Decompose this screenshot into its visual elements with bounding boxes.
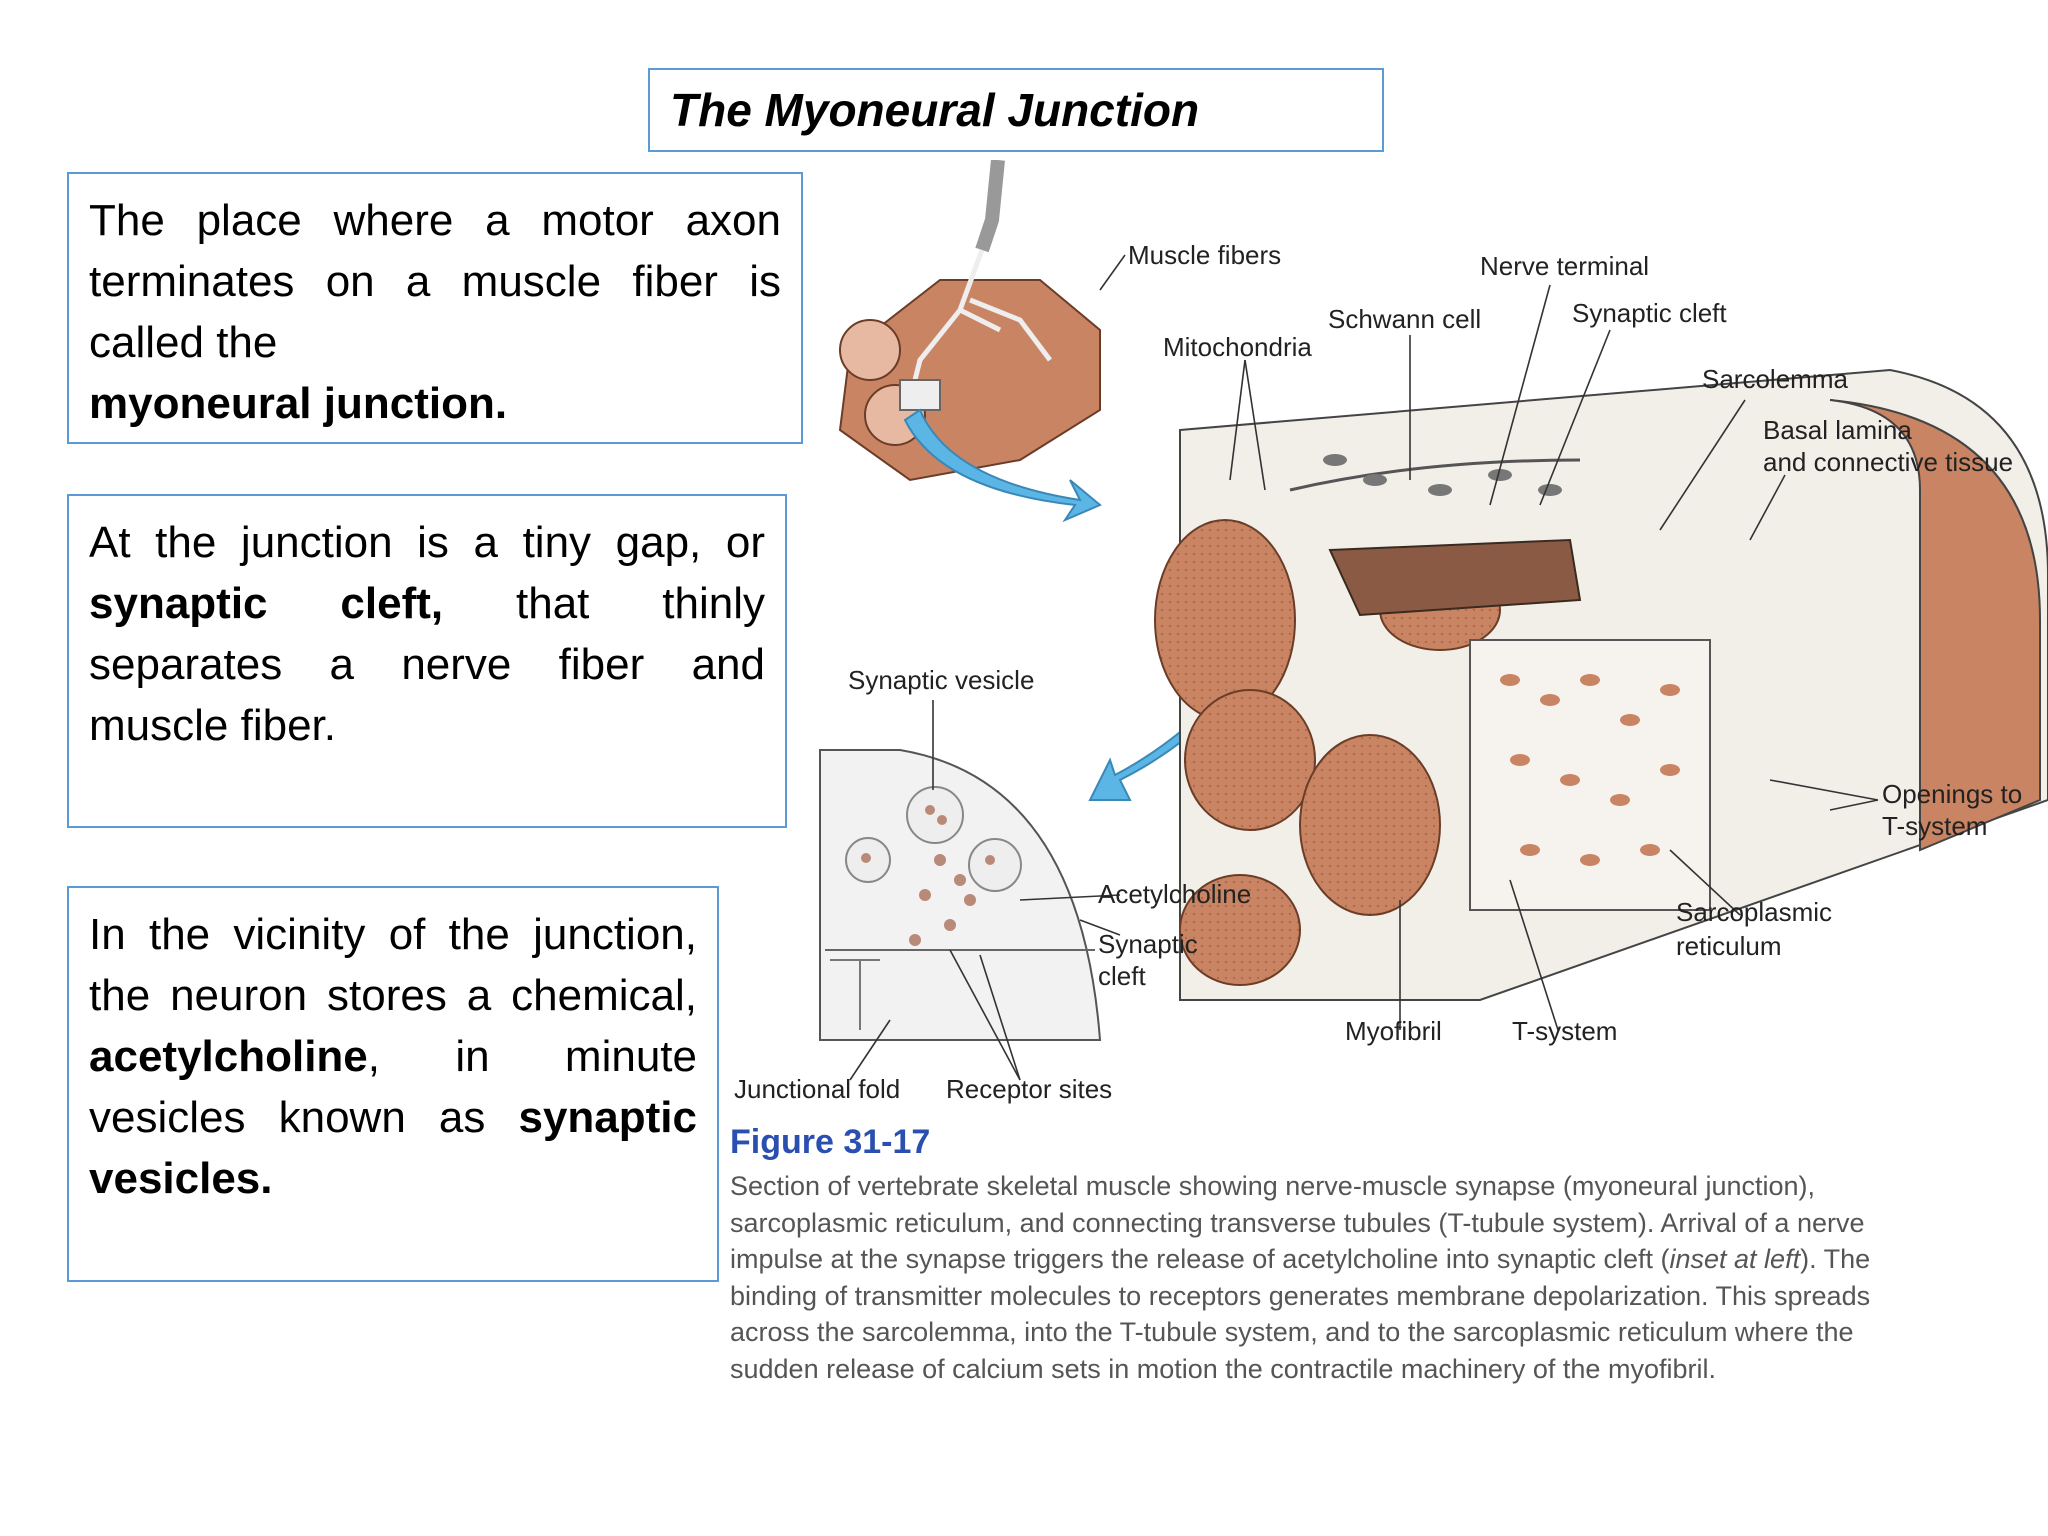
label-acetylcholine: Acetylcholine: [1098, 879, 1251, 909]
label-mitochondria: Mitochondria: [1163, 332, 1312, 362]
label-synaptic-cleft: Synaptic cleft: [1572, 298, 1727, 328]
muscle-diagram: Muscle fibers Nerve terminal Schwann cel…: [734, 159, 2048, 1104]
figure-caption-block: Figure 31-17 Section of vertebrate skele…: [730, 1122, 1930, 1387]
label-muscle-fibers: Muscle fibers: [1128, 240, 1281, 270]
diagram-labels: Muscle fibers Nerve terminal Schwann cel…: [734, 240, 2022, 1104]
label-synaptic-cleft-inset: Synaptic: [1098, 929, 1198, 959]
paragraph-text: that thinly separates a nerve fiber and …: [89, 579, 765, 750]
muscle-section-block: [1154, 368, 2048, 1001]
label-basal-lamina: Basal lamina: [1763, 415, 1912, 445]
label-reticulum: reticulum: [1676, 931, 1781, 961]
paragraph-text: , in minute vesicles known as: [89, 1032, 697, 1142]
leader-lines: [849, 254, 1879, 1081]
title-box: The Myoneural Junction: [648, 68, 1384, 152]
label-nerve-terminal: Nerve terminal: [1480, 251, 1649, 281]
label-sarcolemma: Sarcolemma: [1702, 364, 1848, 394]
arrow-to-section: [903, 408, 1102, 523]
paragraph-bold-term: synaptic cleft,: [89, 579, 444, 628]
label-t-system-openings: T-system: [1882, 811, 1987, 841]
label-receptor-sites: Receptor sites: [946, 1074, 1112, 1104]
label-openings: Openings to: [1882, 779, 2022, 809]
label-sarcoplasmic: Sarcoplasmic: [1676, 897, 1832, 927]
caption-text: Section of vertebrate skeletal muscle sh…: [730, 1171, 1865, 1274]
caption-text: ). The binding of transmitter molecules …: [730, 1244, 1871, 1384]
label-cleft-inset: cleft: [1098, 961, 1146, 991]
paragraph-text: In the vicinity of the junction, the neu…: [89, 910, 697, 1020]
text-box-acetylcholine: In the vicinity of the junction, the neu…: [67, 886, 719, 1282]
label-t-system: T-system: [1512, 1016, 1617, 1046]
label-connective-tissue: and connective tissue: [1763, 447, 2013, 477]
paragraph-bold-term: acetylcholine: [89, 1032, 368, 1081]
paragraph-text: At the junction is a tiny gap, or: [89, 518, 765, 567]
figure-caption: Section of vertebrate skeletal muscle sh…: [730, 1168, 1930, 1387]
caption-italic-text: inset at left: [1669, 1244, 1801, 1274]
paragraph-text: The place where a motor axon terminates …: [89, 196, 781, 367]
label-synaptic-vesicle: Synaptic vesicle: [848, 665, 1034, 695]
paragraph-bold-term: myoneural junction.: [89, 379, 508, 428]
muscle-bundle-illustration: [838, 249, 1101, 482]
synapse-inset: [819, 749, 1102, 1041]
label-schwann-cell: Schwann cell: [1328, 304, 1481, 334]
myofibril-block: [1328, 538, 1582, 617]
slide-title: The Myoneural Junction: [670, 84, 1200, 136]
figure-number: Figure 31-17: [730, 1123, 931, 1161]
nerve-fiber: [975, 159, 1005, 253]
label-junctional-fold: Junctional fold: [734, 1074, 900, 1104]
text-box-synaptic-cleft: At the junction is a tiny gap, or synapt…: [67, 494, 787, 828]
label-myofibril: Myofibril: [1345, 1016, 1442, 1046]
text-box-definition: The place where a motor axon terminates …: [67, 172, 803, 444]
muscle-diagram-figure: Muscle fibers Nerve terminal Schwann cel…: [720, 159, 2048, 1410]
paragraph-bold-term: synaptic vesicles.: [89, 1093, 697, 1203]
